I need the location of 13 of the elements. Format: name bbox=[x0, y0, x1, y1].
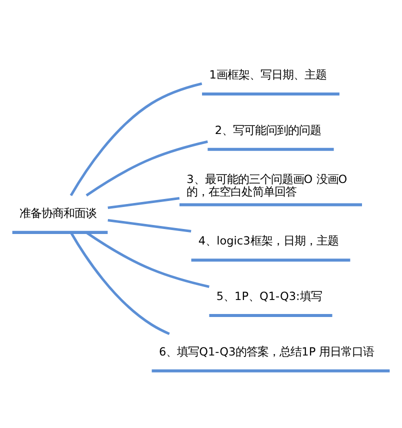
node-text: 6、填写Q1-Q3的答案，总结1P 用日常口语 bbox=[158, 345, 374, 358]
node-text: 3、最可能的三个问题画O 没画O的，在空白处简单回答 bbox=[186, 173, 348, 198]
node-text: 5、1P、Q1-Q3:填写 bbox=[216, 290, 322, 303]
connector bbox=[108, 197, 180, 210]
connector bbox=[86, 140, 208, 197]
connector bbox=[70, 82, 202, 196]
node-text: 准备协商和面谈 bbox=[19, 206, 96, 220]
node-text: 1画框架、写日期、主题 bbox=[209, 68, 326, 82]
connector bbox=[70, 232, 170, 336]
node-text: 4、logic3框架，日期，主题 bbox=[198, 234, 338, 248]
node-text: 2、写可能问到的问题 bbox=[214, 124, 322, 137]
connector bbox=[86, 231, 210, 288]
connector bbox=[108, 218, 192, 233]
